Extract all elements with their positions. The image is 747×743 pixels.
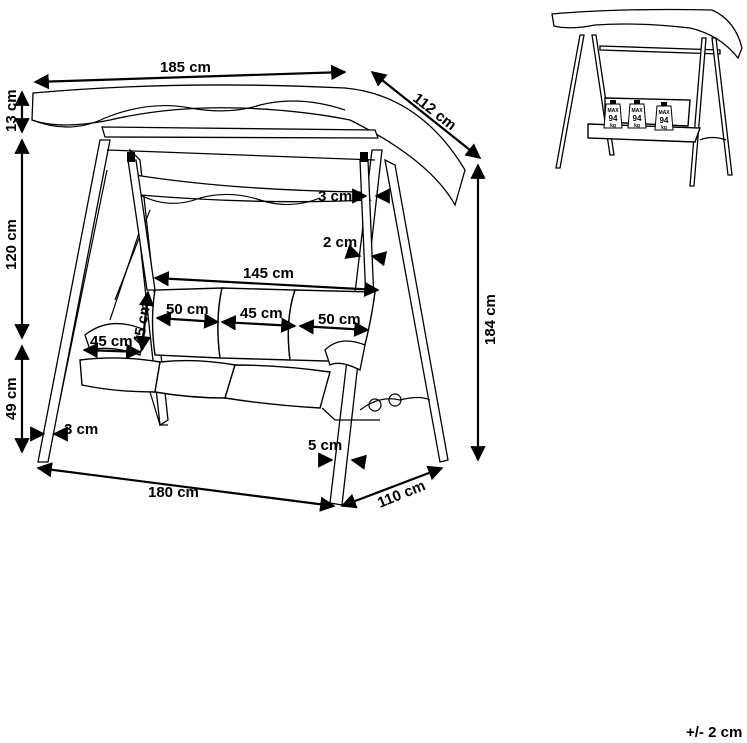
dim-total-height: 184 cm — [482, 294, 499, 345]
tolerance-note: +/- 2 cm — [686, 724, 742, 741]
dim-leg-left: 3 cm — [64, 421, 98, 438]
weight-3-unit: kg — [661, 125, 667, 131]
back-right-leg — [384, 158, 449, 463]
dim-hanger-width: 2 cm — [323, 234, 357, 251]
weight-markers: MAX 94 kg MAX 94 kg MAX 94 kg — [603, 100, 674, 131]
right-hook — [360, 152, 368, 162]
dim-cushion-right: 50 cm — [318, 311, 361, 328]
weight-marker-3: MAX 94 kg — [654, 102, 674, 131]
dim-chain-width: 3 cm — [318, 188, 352, 205]
canopy-front-bar — [101, 126, 379, 139]
dim-seat-height: 49 cm — [3, 377, 20, 420]
thumbnail-swing — [551, 8, 743, 187]
weight-3-value: 94 — [660, 116, 669, 125]
dim-seat-width: 145 cm — [243, 265, 294, 282]
weight-1-value: 94 — [609, 114, 618, 123]
swing-drawing — [31, 84, 466, 506]
back-cushion-left — [151, 287, 223, 359]
dim-cushion-left: 50 cm — [166, 301, 209, 318]
right-armrest — [324, 340, 366, 371]
weight-2-value: 94 — [633, 114, 642, 123]
top-rail — [106, 149, 376, 161]
weight-1-label: MAX — [607, 108, 619, 114]
left-hook — [127, 152, 135, 162]
weight-marker-1: MAX 94 kg — [603, 100, 623, 129]
front-left-leg — [37, 139, 111, 463]
dim-leg-right: 5 cm — [308, 437, 342, 454]
seat-cushion-left — [79, 357, 161, 393]
seat-cushion-middle — [154, 359, 236, 399]
dim-canopy-height: 13 cm — [3, 89, 20, 132]
seat-scroll — [359, 396, 431, 411]
seat-cushion-right — [224, 364, 331, 409]
dim-cushion-middle: 45 cm — [240, 305, 283, 322]
dim-base-width: 180 cm — [148, 484, 199, 501]
dim-canopy-width: 185 cm — [160, 59, 211, 76]
dim-seat-depth: 45 cm — [90, 333, 133, 350]
weight-3-label: MAX — [658, 110, 670, 116]
weight-marker-2: MAX 94 kg — [627, 100, 647, 129]
thumbnail-canopy — [551, 8, 743, 60]
dim-frame-height: 120 cm — [3, 219, 20, 270]
weight-1-unit: kg — [610, 123, 616, 129]
weight-2-label: MAX — [631, 108, 643, 114]
weight-2-unit: kg — [634, 123, 640, 129]
